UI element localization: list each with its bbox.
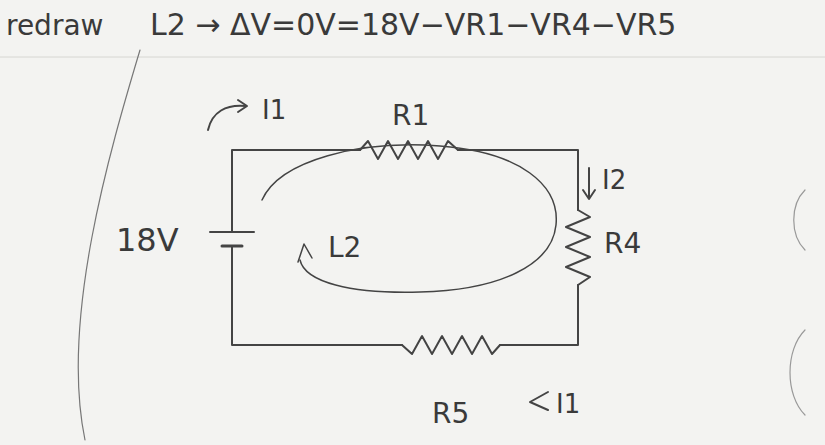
note-text: redraw [6,10,103,42]
voltage-label: 18V [116,222,179,259]
wire [500,285,578,345]
battery-symbol [222,245,242,248]
arrowhead [583,190,595,199]
ruled-lines [0,57,825,58]
arrowhead [238,100,247,112]
current-label: I1 [556,390,580,420]
wire [458,150,578,210]
arrowhead [298,244,312,262]
margin-bracket [790,330,805,415]
current-arrow [530,392,548,410]
battery-symbol [210,231,254,233]
resistor-label: R1 [392,100,429,132]
current-label: I2 [602,166,626,196]
wire [232,150,360,232]
wire [232,246,402,345]
equation-text: L2 → ΔV=0V=18V−VR1−VR4−VR5 [150,8,676,43]
resistor-symbol [402,336,500,354]
resistor-symbol [566,210,590,285]
resistor-label: R5 [432,398,469,430]
current-label: I1 [262,96,286,126]
loop-label: L2 [328,232,361,264]
margin-bracket [794,190,805,250]
loop-path [262,145,556,292]
resistor-label: R4 [604,228,641,260]
resistor-symbol [360,141,458,159]
current-arrow [588,168,590,198]
